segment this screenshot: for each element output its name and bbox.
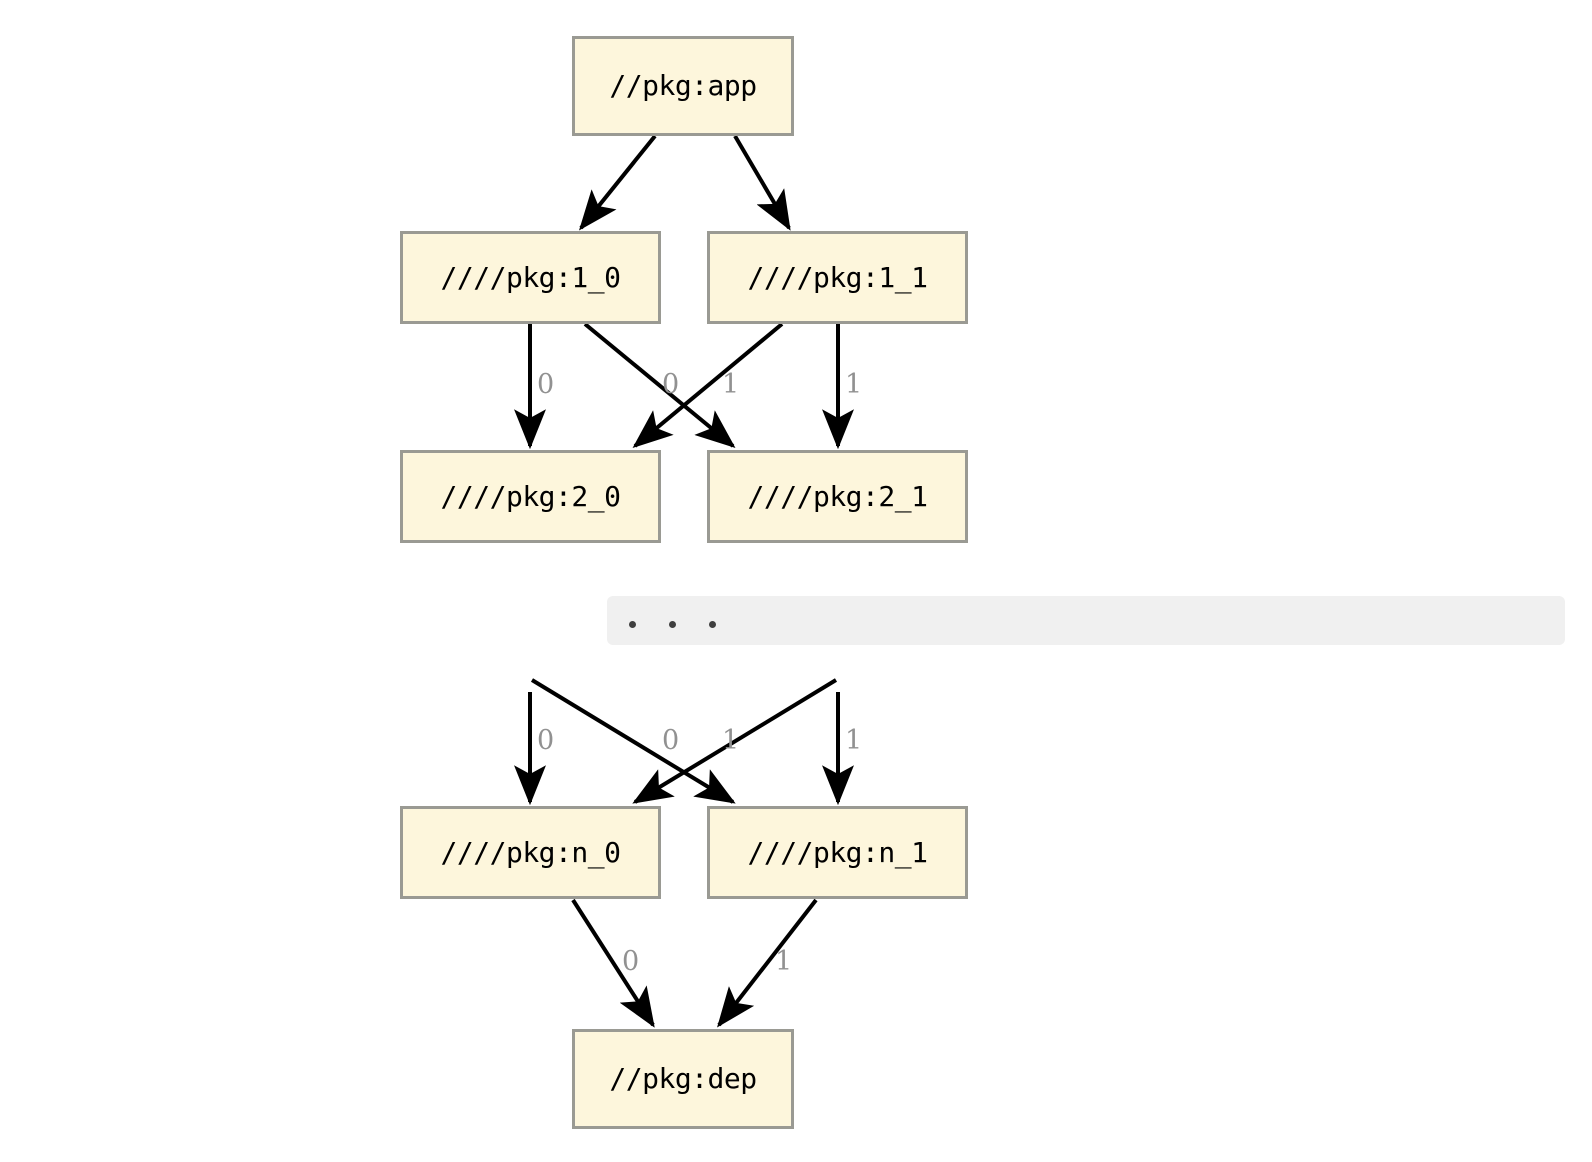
- graph-node-2_1[interactable]: ////pkg:2_1: [707, 450, 968, 543]
- graph-edge-label: 1: [775, 946, 793, 977]
- graph-edge-label: 0: [537, 369, 555, 400]
- ellipsis-dot: [669, 621, 676, 628]
- graph-edge-label: 0: [622, 946, 640, 977]
- graph-node-label: //pkg:app: [609, 69, 757, 102]
- graph-edge: [733, 134, 791, 231]
- graph-edge: [583, 322, 736, 449]
- ellipsis-dot: [629, 621, 636, 628]
- graph-node-dep[interactable]: //pkg:dep: [572, 1029, 794, 1129]
- graph-edge-label: 1: [845, 725, 863, 756]
- graph-edge-label: 0: [662, 725, 680, 756]
- graph-node-n_0[interactable]: ////pkg:n_0: [400, 806, 661, 899]
- graph-node-label: //pkg:dep: [609, 1062, 757, 1095]
- graph-edge: [632, 322, 784, 449]
- graph-node-2_0[interactable]: ////pkg:2_0: [400, 450, 661, 543]
- graph-edge: [578, 134, 657, 231]
- graph-edge-label: 1: [722, 725, 740, 756]
- graph-node-label: ////pkg:2_0: [440, 479, 621, 513]
- ellipsis-dot: [709, 621, 716, 628]
- graph-edge: [571, 898, 655, 1028]
- graph-node-app[interactable]: //pkg:app: [572, 36, 794, 136]
- graph-edge-label: 0: [537, 725, 555, 756]
- ellipsis-separator-band: [607, 596, 1565, 645]
- graph-node-label: ////pkg:1_0: [440, 260, 621, 294]
- graph-node-label: ////pkg:n_1: [747, 835, 928, 869]
- graph-edge-label: 1: [845, 369, 863, 400]
- graph-node-1_0[interactable]: ////pkg:1_0: [400, 231, 661, 324]
- graph-edge: [530, 678, 736, 804]
- graph-edge-label: 0: [662, 369, 680, 400]
- ellipsis-dots: [629, 621, 716, 628]
- graph-node-1_1[interactable]: ////pkg:1_1: [707, 231, 968, 324]
- edge-lines: [514, 134, 854, 1028]
- graph-node-n_1[interactable]: ////pkg:n_1: [707, 806, 968, 899]
- graph-node-label: ////pkg:n_0: [440, 835, 621, 869]
- graph-node-label: ////pkg:2_1: [747, 479, 928, 513]
- graph-edge: [632, 678, 838, 804]
- graph-node-label: ////pkg:1_1: [747, 260, 928, 294]
- graph-edge: [717, 898, 818, 1028]
- graph-edge-label: 1: [722, 369, 740, 400]
